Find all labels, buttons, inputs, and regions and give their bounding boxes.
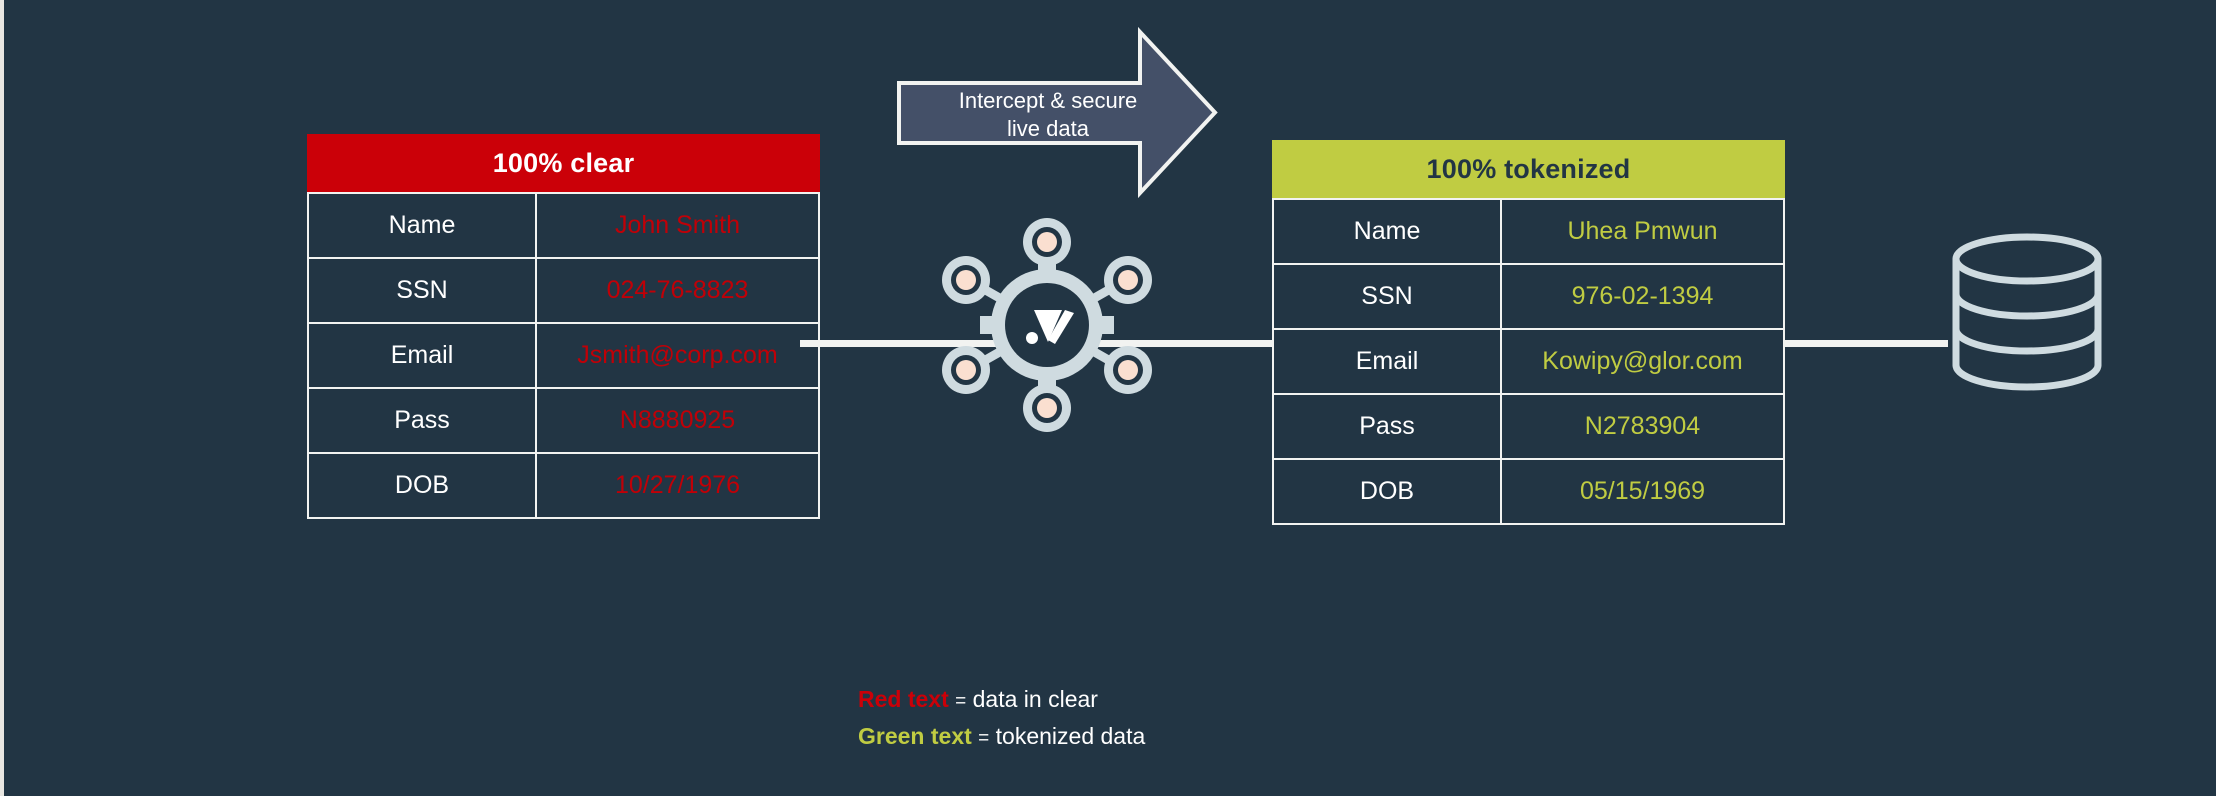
hub-satellite-nodes — [942, 218, 1152, 432]
arrow-callout: Intercept & secure live data — [895, 15, 1260, 210]
cell-value: Jsmith@corp.com — [577, 341, 778, 369]
table-row: DOB 10/27/1976 — [309, 452, 818, 517]
legend-key-red: Red text — [858, 686, 949, 712]
legend: Red text = data in clear Green text = to… — [858, 682, 1145, 756]
table-row: DOB 05/15/1969 — [1274, 458, 1783, 523]
cell-label: Name — [1274, 200, 1502, 263]
table-clear-body: Name John Smith SSN 024-76-8823 Email Js… — [307, 192, 820, 519]
table-row: SSN 976-02-1394 — [1274, 263, 1783, 328]
table-tokenized-data: 100% tokenized Name Uhea Pmwun SSN 976-0… — [1272, 140, 1785, 525]
table-clear-header: 100% clear — [307, 134, 820, 192]
legend-row-red: Red text = data in clear — [858, 682, 1145, 719]
cell-label: Pass — [309, 389, 537, 452]
table-row: Name John Smith — [309, 192, 818, 257]
cell-label: Name — [309, 194, 537, 257]
cell-label: SSN — [309, 259, 537, 322]
cell-label: Email — [1274, 330, 1502, 393]
cell-value: 976-02-1394 — [1571, 282, 1714, 310]
legend-equals: = — [978, 728, 990, 749]
hub-logo-mark — [1026, 310, 1074, 344]
table-row: Email Kowipy@glor.com — [1274, 328, 1783, 393]
connector-line-clear-to-hub — [800, 340, 1032, 347]
left-edge-strip — [0, 0, 4, 796]
cell-value: John Smith — [614, 211, 741, 239]
cell-label: Email — [309, 324, 537, 387]
cell-value: Uhea Pmwun — [1567, 217, 1718, 245]
table-row: Name Uhea Pmwun — [1274, 198, 1783, 263]
legend-equals: = — [955, 691, 967, 712]
tokenization-hub-icon — [922, 200, 1172, 450]
cell-value: N2783904 — [1584, 412, 1701, 440]
cell-label: SSN — [1274, 265, 1502, 328]
table-row: Pass N2783904 — [1274, 393, 1783, 458]
legend-description-green: tokenized data — [995, 723, 1146, 749]
legend-description-red: data in clear — [972, 686, 1098, 712]
database-cylinder-icon — [1940, 232, 2115, 392]
cell-value: N8880925 — [619, 406, 736, 434]
cell-label: Pass — [1274, 395, 1502, 458]
legend-key-green: Green text — [858, 723, 972, 749]
table-tokenized-body: Name Uhea Pmwun SSN 976-02-1394 Email Ko… — [1272, 198, 1785, 525]
legend-row-green: Green text = tokenized data — [858, 719, 1145, 756]
cell-label: DOB — [1274, 460, 1502, 523]
cell-value: 05/15/1969 — [1579, 477, 1706, 505]
cell-value: 10/27/1976 — [614, 471, 741, 499]
table-clear-data: 100% clear Name John Smith SSN 024-76-88… — [307, 134, 820, 519]
connector-line-tokenized-to-database — [1785, 340, 1948, 347]
table-row: Email Jsmith@corp.com — [309, 322, 818, 387]
cell-value: Kowipy@glor.com — [1542, 347, 1743, 375]
table-row: SSN 024-76-8823 — [309, 257, 818, 322]
cell-value: 024-76-8823 — [606, 276, 749, 304]
cell-label: DOB — [309, 454, 537, 517]
table-tokenized-header: 100% tokenized — [1272, 140, 1785, 198]
table-row: Pass N8880925 — [309, 387, 818, 452]
right-arrow-icon — [897, 26, 1218, 199]
connector-line-hub-to-tokenized — [1028, 340, 1274, 347]
